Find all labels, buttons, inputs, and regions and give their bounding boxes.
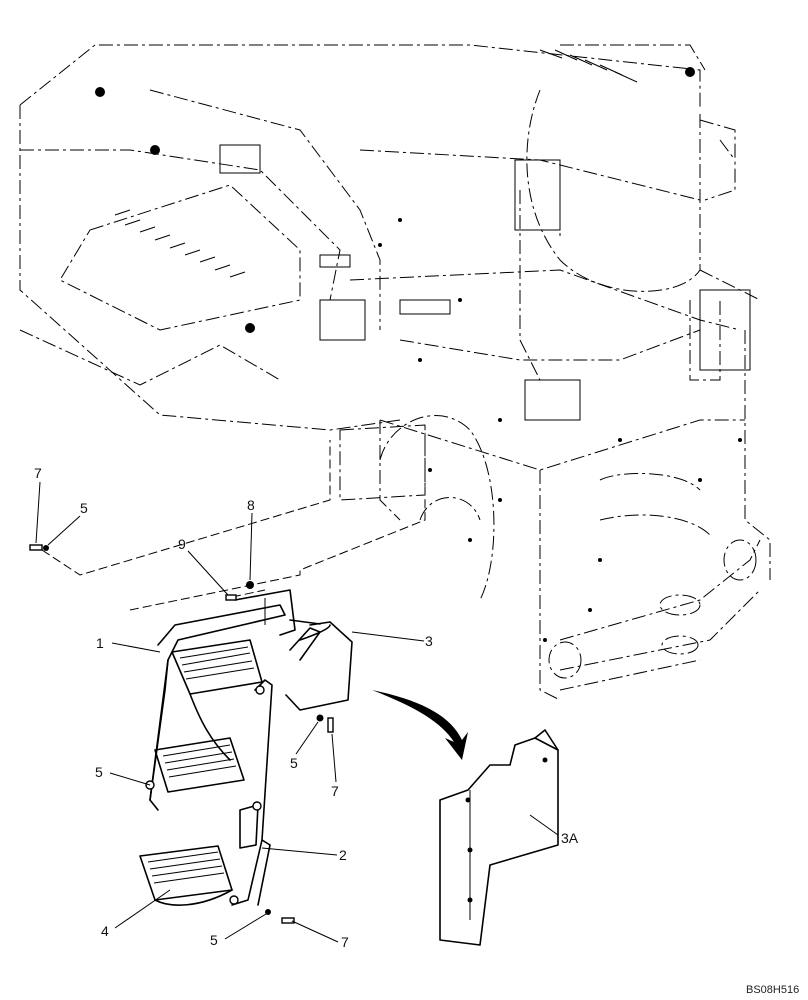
step-tread-bottom: [139, 845, 233, 901]
deck-slots: [114, 49, 751, 421]
frame-fasteners: [95, 67, 742, 642]
fasteners: [29, 544, 334, 924]
alternate-bracket-3a: [439, 729, 559, 946]
callout-5-left: 5: [95, 764, 103, 780]
callout-2: 2: [339, 847, 347, 863]
reference-code: BS08H516: [746, 984, 799, 996]
callout-3a: 3A: [561, 830, 579, 846]
step-tread-middle: [154, 737, 245, 793]
phantom-machine-frame: [19, 44, 771, 701]
step-bracket-plate: [285, 621, 353, 711]
callout-3: 3: [425, 633, 433, 649]
view-arrow: [372, 690, 468, 760]
callout-7-right: 7: [331, 783, 339, 799]
step-assembly: [139, 589, 353, 906]
step-right-rail: [231, 679, 273, 906]
callout-5-right: 5: [290, 755, 298, 771]
mounting-lines: [41, 425, 426, 611]
callout-5-top: 5: [80, 500, 88, 516]
callout-4: 4: [101, 923, 109, 939]
callout-8: 8: [247, 497, 255, 513]
callout-labels: 7 5 8 9 1 3 5 5 7 2 3A 4 5 7: [34, 465, 579, 950]
callout-7-bottom: 7: [341, 934, 349, 950]
step-left-rail: [149, 604, 286, 811]
callout-1: 1: [96, 635, 104, 651]
leader-lines: [35, 481, 559, 943]
callout-7-top: 7: [34, 465, 42, 481]
callout-9: 9: [178, 536, 186, 552]
callout-5-bottom: 5: [210, 932, 218, 948]
